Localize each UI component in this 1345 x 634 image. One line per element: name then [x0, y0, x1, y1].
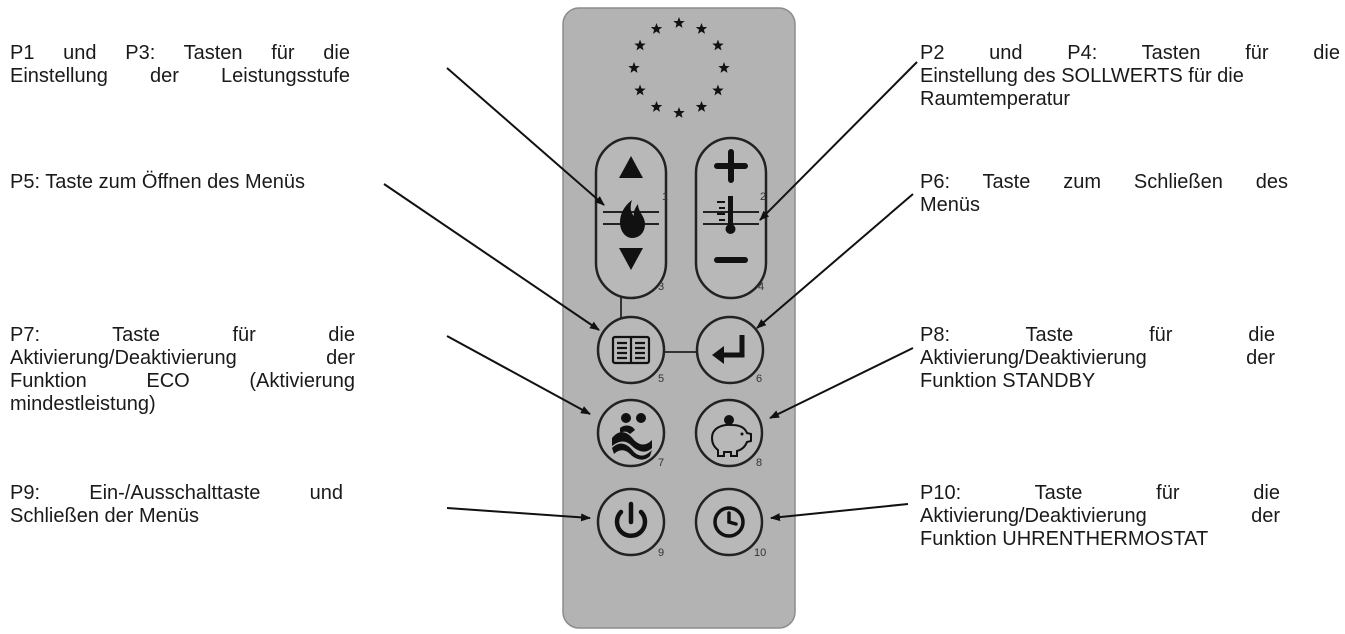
triangle-down-icon — [619, 248, 643, 270]
button-p8[interactable] — [694, 398, 764, 468]
arrow-p6 — [756, 193, 914, 329]
button-number-2: 2 — [760, 191, 766, 203]
label-line: P5: Taste zum Öffnen des Menüs — [10, 171, 305, 193]
label-line: P7: Taste für die — [10, 324, 355, 346]
label-line: P10: Taste für die — [920, 482, 1280, 504]
star-icon — [650, 23, 663, 34]
arrow-p7 — [446, 335, 591, 415]
button-number-9: 9 — [658, 547, 664, 559]
star-icon — [712, 39, 724, 51]
label-line: Einstellung der Leistungsstufe — [10, 65, 350, 87]
label-line: Raumtemperatur — [920, 88, 1071, 110]
star-icon — [650, 100, 663, 112]
button-number-10: 10 — [754, 547, 766, 559]
button-p3[interactable] — [619, 248, 643, 270]
button-p6[interactable] — [695, 315, 765, 385]
triangle-up-icon — [619, 156, 643, 178]
arrow-p1-p3 — [446, 67, 605, 206]
arrow-p8 — [769, 347, 914, 419]
book-menu-icon — [611, 335, 651, 365]
arrow-p5 — [383, 183, 600, 331]
label-line: P8: Taste für die — [920, 324, 1275, 346]
arrow-p2-p4 — [759, 61, 918, 221]
label-line: Schließen der Menüs — [10, 505, 199, 527]
flame-icon — [620, 200, 645, 238]
button-p10[interactable] — [694, 487, 764, 557]
power-icon — [614, 501, 648, 539]
label-line: Einstellung des SOLLWERTS für die — [920, 65, 1244, 87]
enter-arrow-icon — [720, 335, 745, 358]
label-line: P1 und P3: Tasten für die — [10, 42, 350, 64]
button-number-7: 7 — [658, 457, 664, 469]
label-line: Funktion UHRENTHERMOSTAT — [920, 528, 1209, 550]
star-icon — [634, 39, 646, 51]
callout-arrows — [383, 61, 918, 522]
star-icon — [695, 23, 708, 34]
star-icon — [673, 107, 685, 118]
arrow-p9 — [446, 507, 591, 522]
plus-icon — [714, 149, 748, 183]
button-p1[interactable] — [619, 156, 643, 178]
label-line: P6: Taste zum Schließen des — [920, 171, 1288, 193]
label-p5: P5: Taste zum Öffnen des Menüs — [10, 171, 410, 194]
button-p7[interactable] — [596, 398, 666, 468]
label-line: mindestleistung) — [10, 393, 156, 415]
piggy-bank-icon — [710, 415, 752, 457]
button-p9[interactable] — [596, 487, 666, 557]
star-icon — [634, 84, 646, 96]
label-line: Aktivierung/Deaktivierung der — [920, 347, 1275, 369]
label-line: Funktion STANDBY — [920, 370, 1096, 392]
button-p5[interactable] — [596, 315, 666, 385]
button-number-3: 3 — [658, 281, 664, 293]
button-number-6: 6 — [756, 373, 762, 385]
clock-icon — [713, 506, 745, 538]
button-number-8: 8 — [756, 457, 762, 469]
star-icon — [718, 62, 730, 73]
star-icon — [673, 17, 685, 28]
button-p2[interactable] — [714, 149, 748, 183]
label-line: Menüs — [920, 194, 981, 216]
label-line: P9: Ein-/Ausschalttaste und — [10, 482, 343, 504]
star-icon — [628, 62, 640, 73]
eu-stars-emblem — [628, 17, 730, 118]
star-icon — [712, 84, 724, 96]
button-number-4: 4 — [758, 281, 764, 293]
label-line: P2 und P4: Tasten für die — [920, 42, 1340, 64]
star-icon — [695, 100, 708, 112]
label-line: Aktivierung/Deaktivierung der — [920, 505, 1280, 527]
eco-waves-icon — [612, 413, 652, 460]
label-line: Funktion ECO (Aktivierung — [10, 370, 355, 392]
label-line: Aktivierung/Deaktivierung der — [10, 347, 355, 369]
button-number-1: 1 — [662, 191, 668, 203]
thermometer-icon — [717, 196, 736, 234]
arrow-p10 — [770, 503, 909, 522]
button-number-5: 5 — [658, 373, 664, 385]
